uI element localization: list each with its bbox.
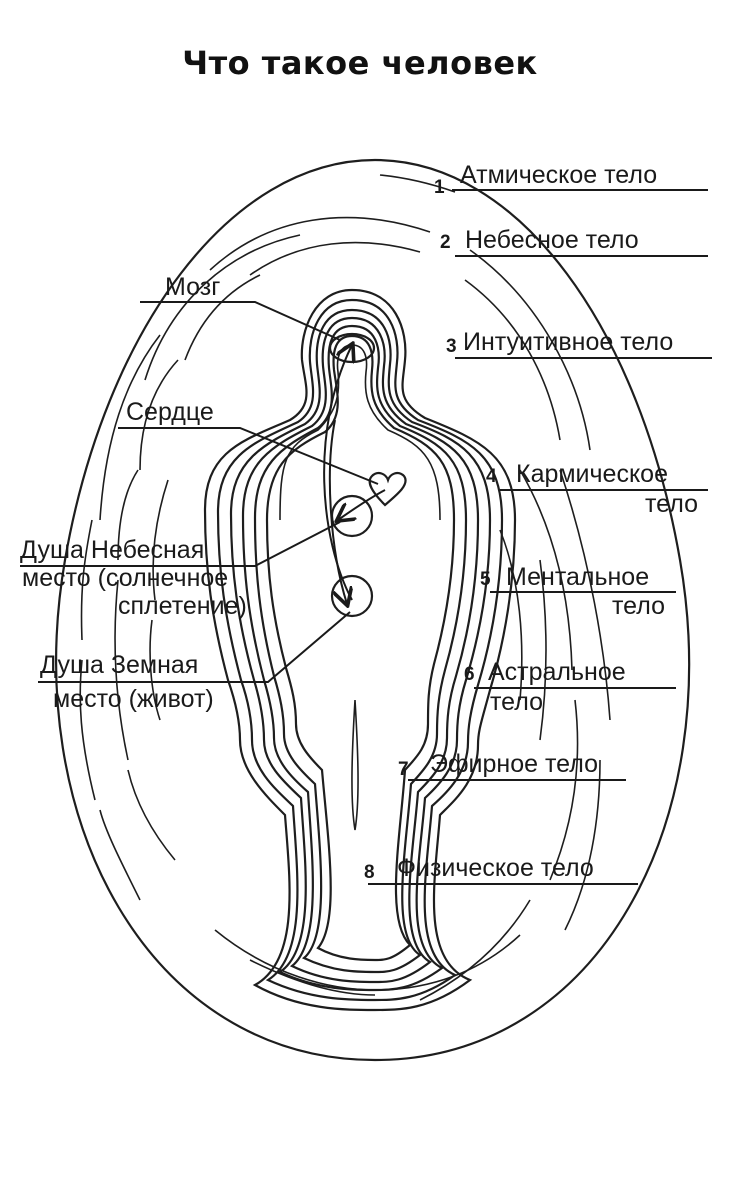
heavenly-body-label: Небесное тело [465,226,639,254]
body-number-1: 1 [434,177,445,198]
mental-body-label: Ментальное [506,563,649,591]
body-number-6: 6 [464,664,475,685]
soul-down-arrow [328,419,347,604]
heart-to-plexus-arrow [338,489,386,520]
astral-body-label-cont: тело [490,688,543,716]
body-number-8: 8 [364,862,375,883]
body-labels: 1 Атмическое тело 2 Небесное тело 3 Инту… [364,161,712,885]
etheric-body-label: Эфирное тело [430,750,598,778]
body-number-7: 7 [398,759,409,780]
karmic-body-label-cont: тело [645,490,698,518]
heavenly-soul-place-cont: сплетение) [118,592,247,620]
body-number-4: 4 [486,466,497,487]
heart-icon [368,471,407,507]
organ-labels: Мозг Сердце Душа Небесная место (солнечн… [20,273,379,713]
astral-body-label: Астральное [488,658,626,686]
earthly-soul-place: место (живот) [53,685,214,713]
karmic-body-label: Кармическое [516,460,668,488]
atmic-body-outline [55,158,691,1062]
body-number-2: 2 [440,232,451,253]
soul-path-arrow [323,345,352,601]
heavenly-soul-place: место (солнечное [22,564,228,592]
brain-label: Мозг [165,273,220,301]
aura-fragments [79,174,611,1001]
physical-body-label: Физическое тело [397,854,594,882]
diagram-title: Что такое человек [182,44,538,82]
earthly-soul-label: Душа Земная [40,651,198,679]
body-number-5: 5 [480,569,491,590]
intuitive-body-label: Интуитивное тело [463,328,673,356]
mental-body-label-cont: тело [612,592,665,620]
body-auras [203,288,517,1012]
atmic-body-label: Атмическое тело [460,161,657,189]
heart-label: Сердце [126,398,214,426]
body-number-3: 3 [446,336,457,357]
abdomen-circle [330,574,374,618]
heavenly-soul-label: Душа Небесная [20,536,204,564]
